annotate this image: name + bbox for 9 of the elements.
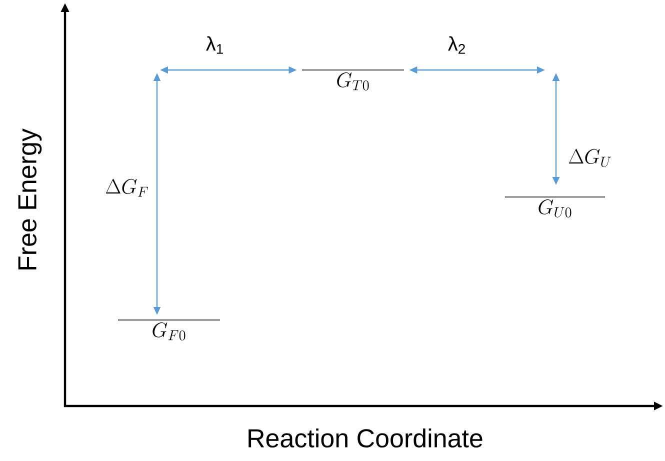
- edge-label: λ$_{1}$: [206, 36, 223, 54]
- edge-label: $\Delta G_U$: [568, 148, 611, 167]
- energy-level: $G_{U0}$: [504, 196, 606, 218]
- edge-label: $\Delta G_F$: [106, 178, 148, 197]
- energy-level: $G_{F0}$: [118, 320, 220, 340]
- axis-title: Reaction Coordinate: [248, 428, 482, 448]
- energy-level: $G_{T0}$: [302, 70, 404, 90]
- axis-title: Free Energy: [18, 128, 42, 270]
- edge-label: λ$_{2}$: [448, 36, 465, 54]
